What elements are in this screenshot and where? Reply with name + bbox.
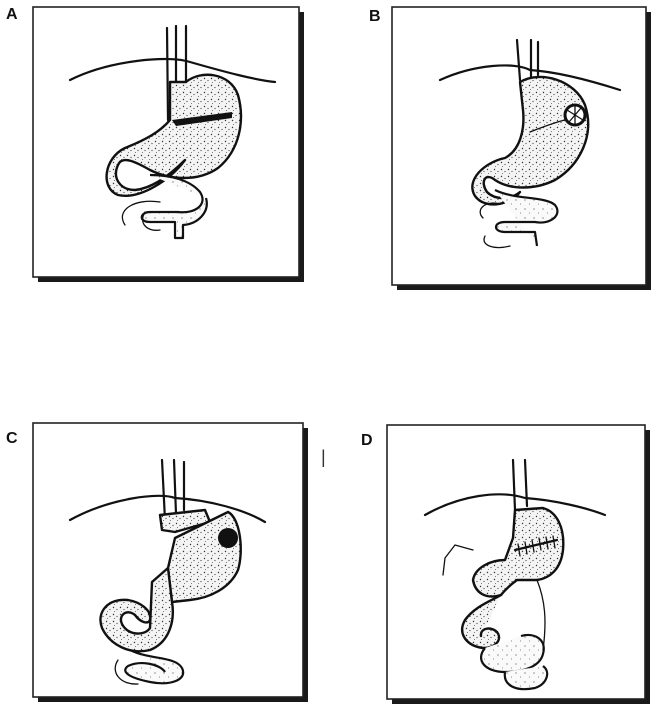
panel-c-illustration [0,410,320,704]
stray-mark: | [321,448,326,466]
panel-d: D [325,410,654,704]
panel-a-illustration [0,0,320,300]
panel-b-illustration [325,0,654,300]
panel-b: B [325,0,654,300]
panel-a: A [0,0,320,300]
panel-c: C [0,410,320,704]
panel-d-illustration [325,410,654,704]
